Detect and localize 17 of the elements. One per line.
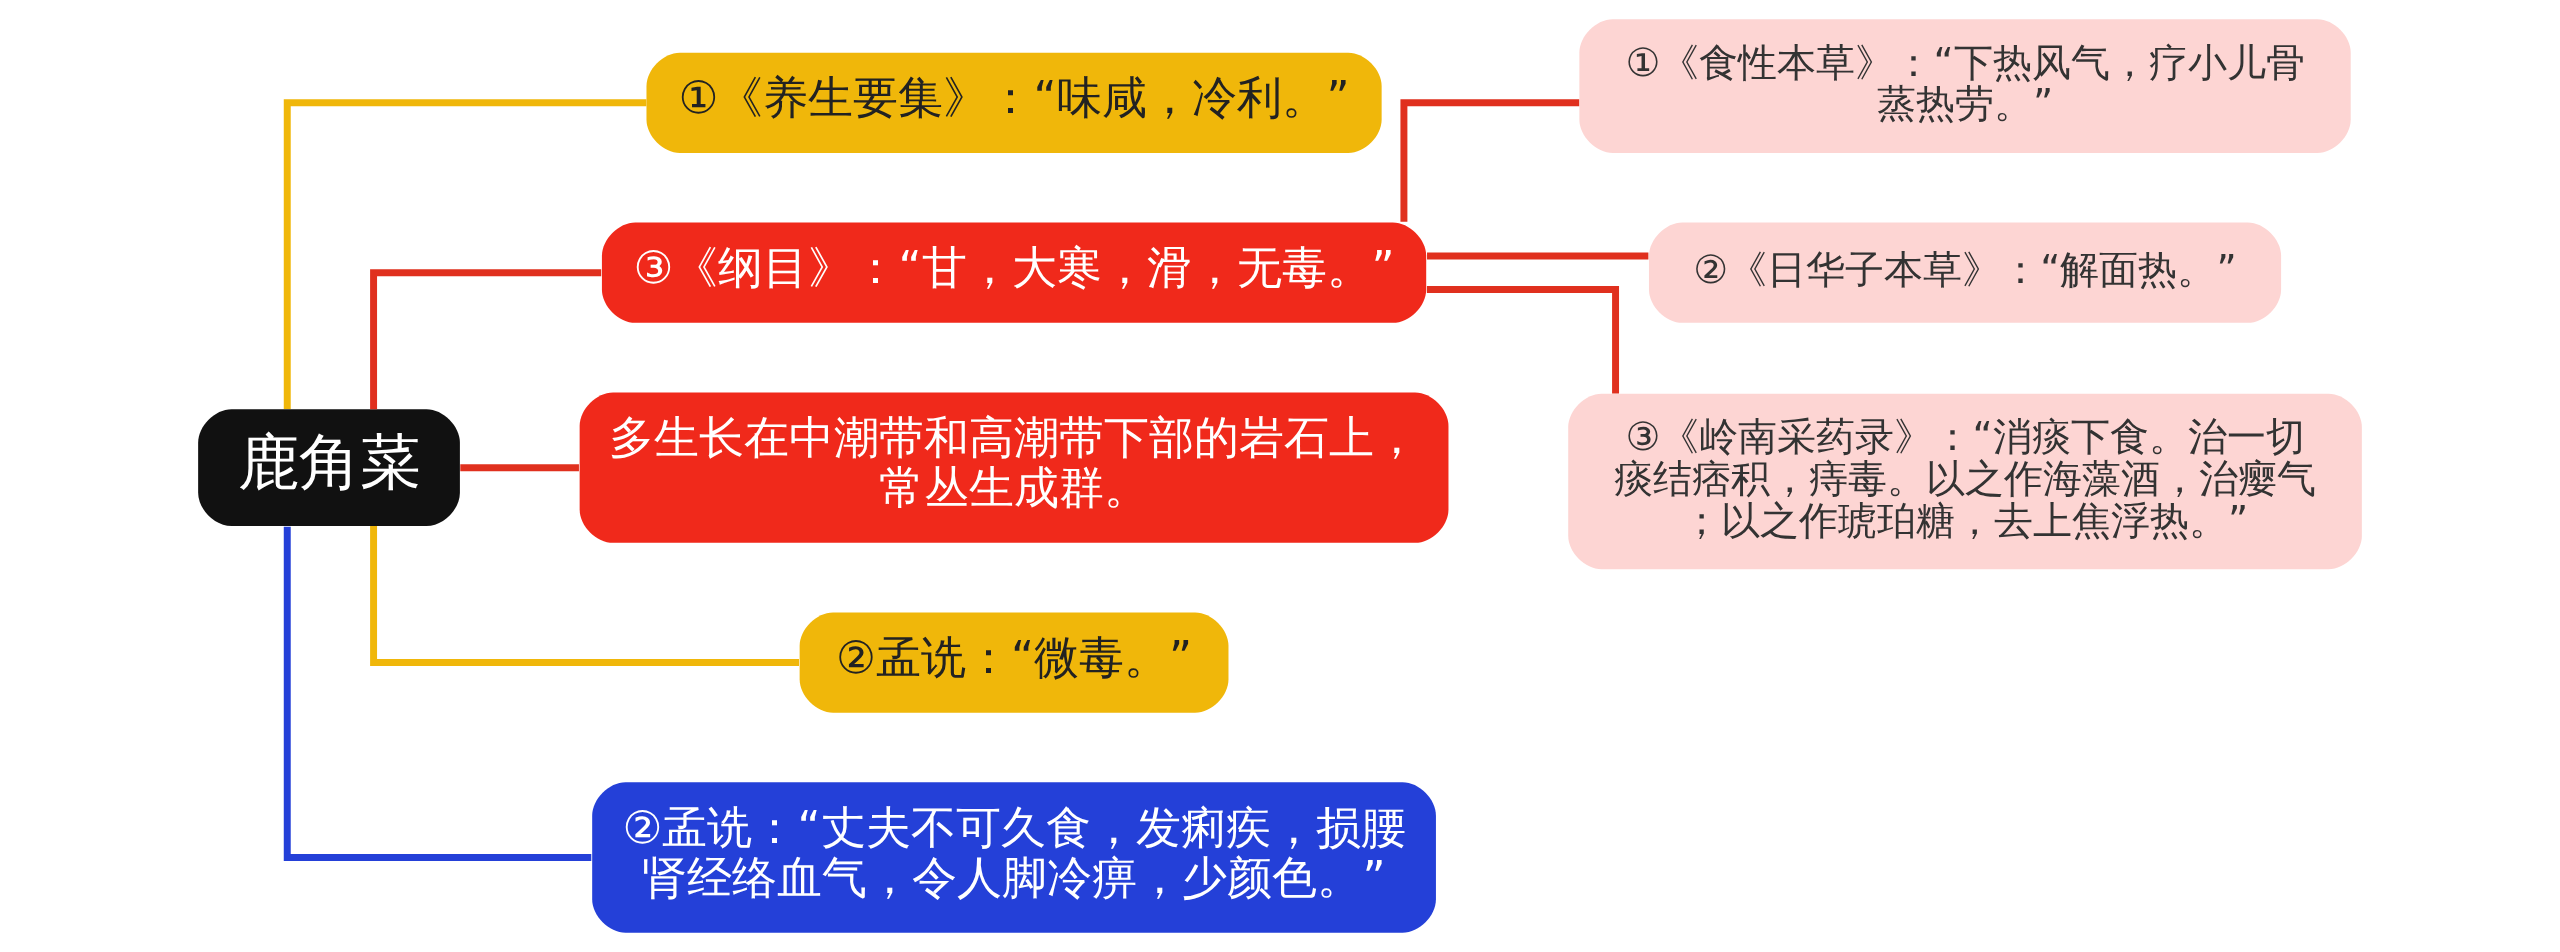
connector bbox=[1427, 252, 1649, 260]
connector bbox=[460, 464, 579, 472]
connector bbox=[1426, 285, 1620, 394]
connector bbox=[1400, 99, 1580, 222]
connector bbox=[370, 269, 602, 410]
node-box: 多生长在中潮带和高潮带下部的岩石上，常丛生成群。 bbox=[579, 392, 1449, 543]
connector bbox=[370, 526, 799, 667]
node-box: ②《日华子本草》：“解面热。” bbox=[1648, 222, 2282, 323]
node-box: ①《养生要集》：“味咸，冷利。” bbox=[646, 52, 1382, 153]
connector bbox=[283, 99, 647, 410]
connector bbox=[283, 526, 592, 861]
node-box: ③《岭南采药录》：“消痰下食。治一切痰结痞积，痔毒。以之作海藻酒，治瘿气；以之作琥珀糖，去上焦浮热。” bbox=[1568, 393, 2362, 570]
node-box: ①《食性本草》：“下热风气，疗小儿骨蒸热劳。” bbox=[1579, 19, 2351, 153]
node-box: 鹿角菜 bbox=[198, 409, 460, 527]
node-box: ③《纲目》：“甘，大寒，滑，无毒。” bbox=[601, 222, 1427, 323]
node-box: ②孟诜：“丈夫不可久食，发痢疾，损腰肾经络血气，令人脚冷痹，少颜色。” bbox=[592, 782, 1436, 933]
node-box: ②孟诜：“微毒。” bbox=[799, 612, 1229, 713]
